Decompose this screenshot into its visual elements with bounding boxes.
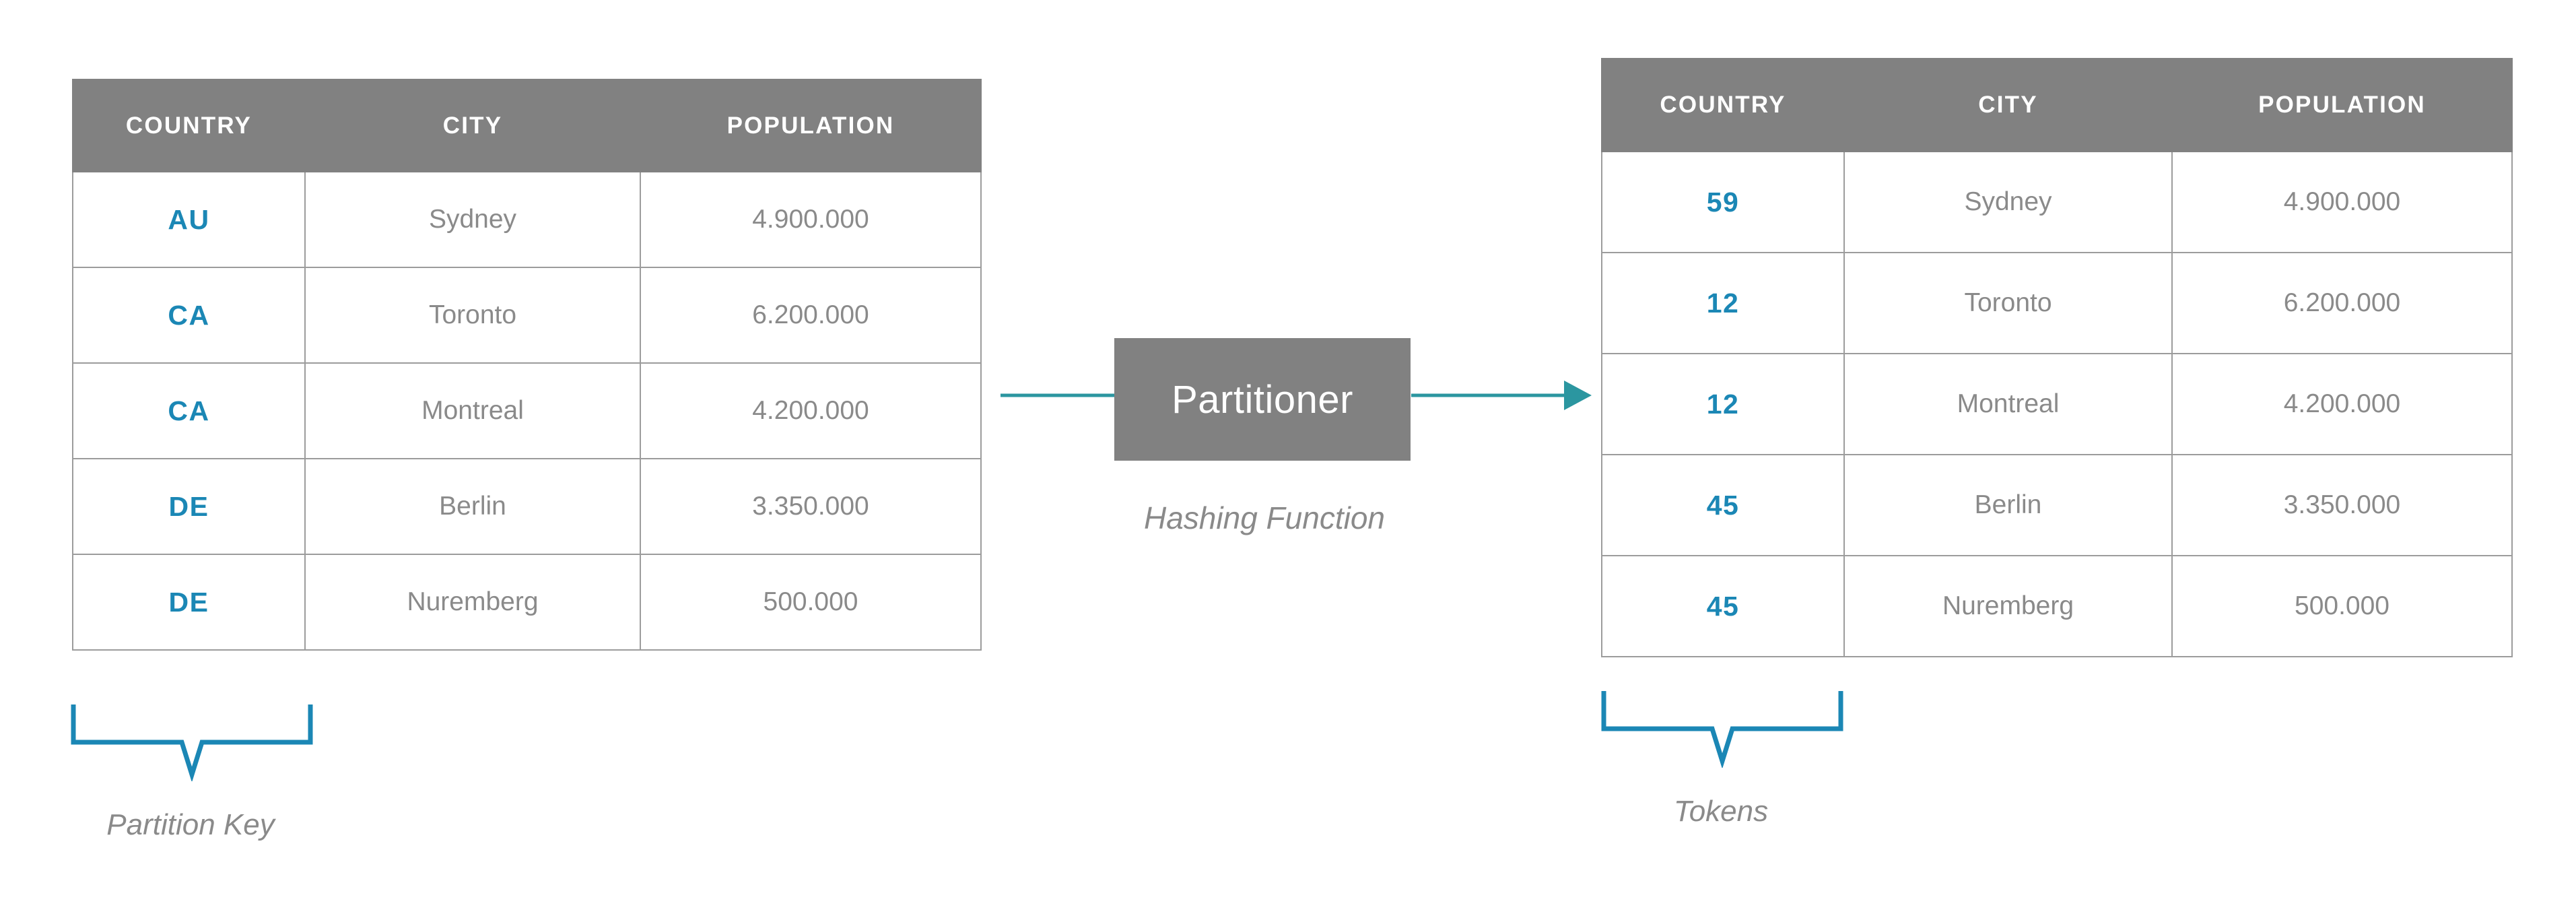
table-row: CA Montreal 4.200.000 (72, 362, 982, 459)
table-row: 45 Berlin 3.350.000 (1601, 454, 2513, 556)
table-header-row: COUNTRY CITY POPULATION (1601, 58, 2513, 152)
table-row: 45 Nuremberg 500.000 (1601, 555, 2513, 657)
column-header-population: POPULATION (640, 79, 982, 172)
city-value: Nuremberg (304, 554, 641, 651)
table-row: DE Nuremberg 500.000 (72, 554, 982, 651)
source-rows-table: COUNTRY CITY POPULATION AU Sydney 4.900.… (72, 79, 982, 651)
population-value: 3.350.000 (640, 458, 982, 555)
table-row: 59 Sydney 4.900.000 (1601, 151, 2513, 253)
population-value: 3.350.000 (2171, 454, 2513, 556)
table-row: 12 Toronto 6.200.000 (1601, 252, 2513, 354)
table-row: CA Toronto 6.200.000 (72, 267, 982, 364)
partitioner-box: Partitioner (1114, 338, 1411, 461)
population-value: 4.900.000 (640, 171, 982, 268)
tokens-brace-icon (1601, 691, 1843, 768)
city-value: Sydney (1843, 151, 2173, 253)
table-row: 12 Montreal 4.200.000 (1601, 353, 2513, 455)
token-table-header: COUNTRY CITY POPULATION (1601, 58, 2513, 152)
column-header-city: CITY (304, 79, 641, 172)
token-value: 59 (1601, 151, 1845, 253)
partition-key-value: CA (72, 267, 306, 364)
source-table-header: COUNTRY CITY POPULATION (72, 79, 982, 172)
city-value: Toronto (304, 267, 641, 364)
table-header-row: COUNTRY CITY POPULATION (72, 79, 982, 172)
population-value: 6.200.000 (2171, 252, 2513, 354)
population-value: 500.000 (2171, 555, 2513, 657)
flow-arrow-icon (1001, 381, 1592, 410)
population-value: 6.200.000 (640, 267, 982, 364)
column-header-country: COUNTRY (72, 79, 306, 172)
partition-key-value: DE (72, 458, 306, 555)
partition-key-brace-icon (71, 704, 313, 781)
token-value: 45 (1601, 454, 1845, 556)
population-value: 500.000 (640, 554, 982, 651)
token-value: 12 (1601, 252, 1845, 354)
source-table-body: AU Sydney 4.900.000 CA Toronto 6.200.000… (72, 171, 982, 651)
token-value: 12 (1601, 353, 1845, 455)
population-value: 4.900.000 (2171, 151, 2513, 253)
column-header-population: POPULATION (2171, 58, 2513, 152)
city-value: Nuremberg (1843, 555, 2173, 657)
partitioner-label: Partitioner (1172, 377, 1353, 422)
city-value: Berlin (1843, 454, 2173, 556)
city-value: Toronto (1843, 252, 2173, 354)
city-value: Sydney (304, 171, 641, 268)
partition-key-label: Partition Key (106, 808, 275, 841)
partition-key-value: AU (72, 171, 306, 268)
partition-key-value: CA (72, 362, 306, 459)
column-header-city: CITY (1843, 58, 2173, 152)
tokens-label: Tokens (1673, 795, 1769, 828)
table-row: AU Sydney 4.900.000 (72, 171, 982, 268)
city-value: Montreal (1843, 353, 2173, 455)
city-value: Montreal (304, 362, 641, 459)
token-rows-table: COUNTRY CITY POPULATION 59 Sydney 4.900.… (1601, 58, 2513, 657)
token-table-body: 59 Sydney 4.900.000 12 Toronto 6.200.000… (1601, 151, 2513, 657)
hashing-function-caption: Hashing Function (1144, 500, 1385, 535)
token-value: 45 (1601, 555, 1845, 657)
population-value: 4.200.000 (2171, 353, 2513, 455)
table-row: DE Berlin 3.350.000 (72, 458, 982, 555)
column-header-country: COUNTRY (1601, 58, 1845, 152)
partition-key-value: DE (72, 554, 306, 651)
population-value: 4.200.000 (640, 362, 982, 459)
city-value: Berlin (304, 458, 641, 555)
